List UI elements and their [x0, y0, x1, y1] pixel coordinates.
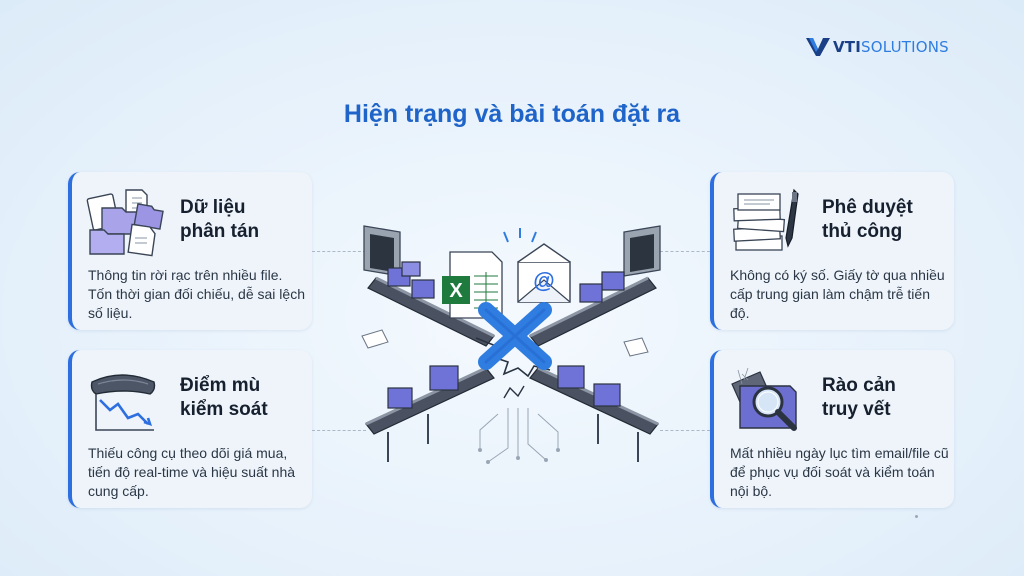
magnifier-folder-icon	[731, 367, 797, 431]
page-title: Hiện trạng và bài toán đặt ra	[343, 100, 681, 128]
paper-stack-pen-icon	[733, 188, 799, 251]
broken-conveyor-icon: X @	[361, 225, 661, 464]
connector-line	[312, 251, 366, 252]
brand-logo: VTISOLUTIONS	[806, 38, 949, 56]
card-title: Điểm mù kiểm soát	[180, 375, 268, 420]
decorative-dot	[915, 515, 918, 518]
connector-line	[660, 430, 710, 431]
card-description: Thông tin rời rạc trên nhiều file. Tốn t…	[88, 267, 305, 321]
card-title: Rào cản truy vết	[822, 375, 896, 420]
blindfold-chart-icon	[90, 374, 156, 431]
card-scattered-data: Dữ liệu phân tán Thông tin rời rạc trên …	[68, 172, 312, 330]
connector-line	[660, 251, 710, 252]
vti-logo-icon	[806, 38, 830, 56]
card-description: Thiếu công cụ theo dõi giá mua, tiến độ …	[88, 445, 296, 499]
brand-name: VTISOLUTIONS	[833, 38, 949, 56]
card-control-blindspot: Điểm mù kiểm soát Thiếu công cụ theo dõi…	[68, 350, 312, 508]
scattered-files-icon	[86, 189, 164, 257]
card-traceability-barrier: Rào cản truy vết Mất nhiều ngày lục tìm …	[710, 350, 954, 508]
card-description: Không có ký số. Giấy tờ qua nhiều cấp tr…	[730, 267, 945, 321]
card-title: Dữ liệu phân tán	[180, 197, 260, 242]
excel-letter: X	[449, 280, 463, 302]
card-title: Phê duyệt thủ công	[822, 197, 913, 242]
card-description: Mất nhiều ngày lục tìm email/file cũ để …	[730, 445, 949, 499]
card-manual-approval: Phê duyệt thủ công Không có ký số. Giấy …	[710, 172, 954, 330]
email-symbol: @	[533, 268, 554, 293]
connector-line	[312, 430, 366, 431]
